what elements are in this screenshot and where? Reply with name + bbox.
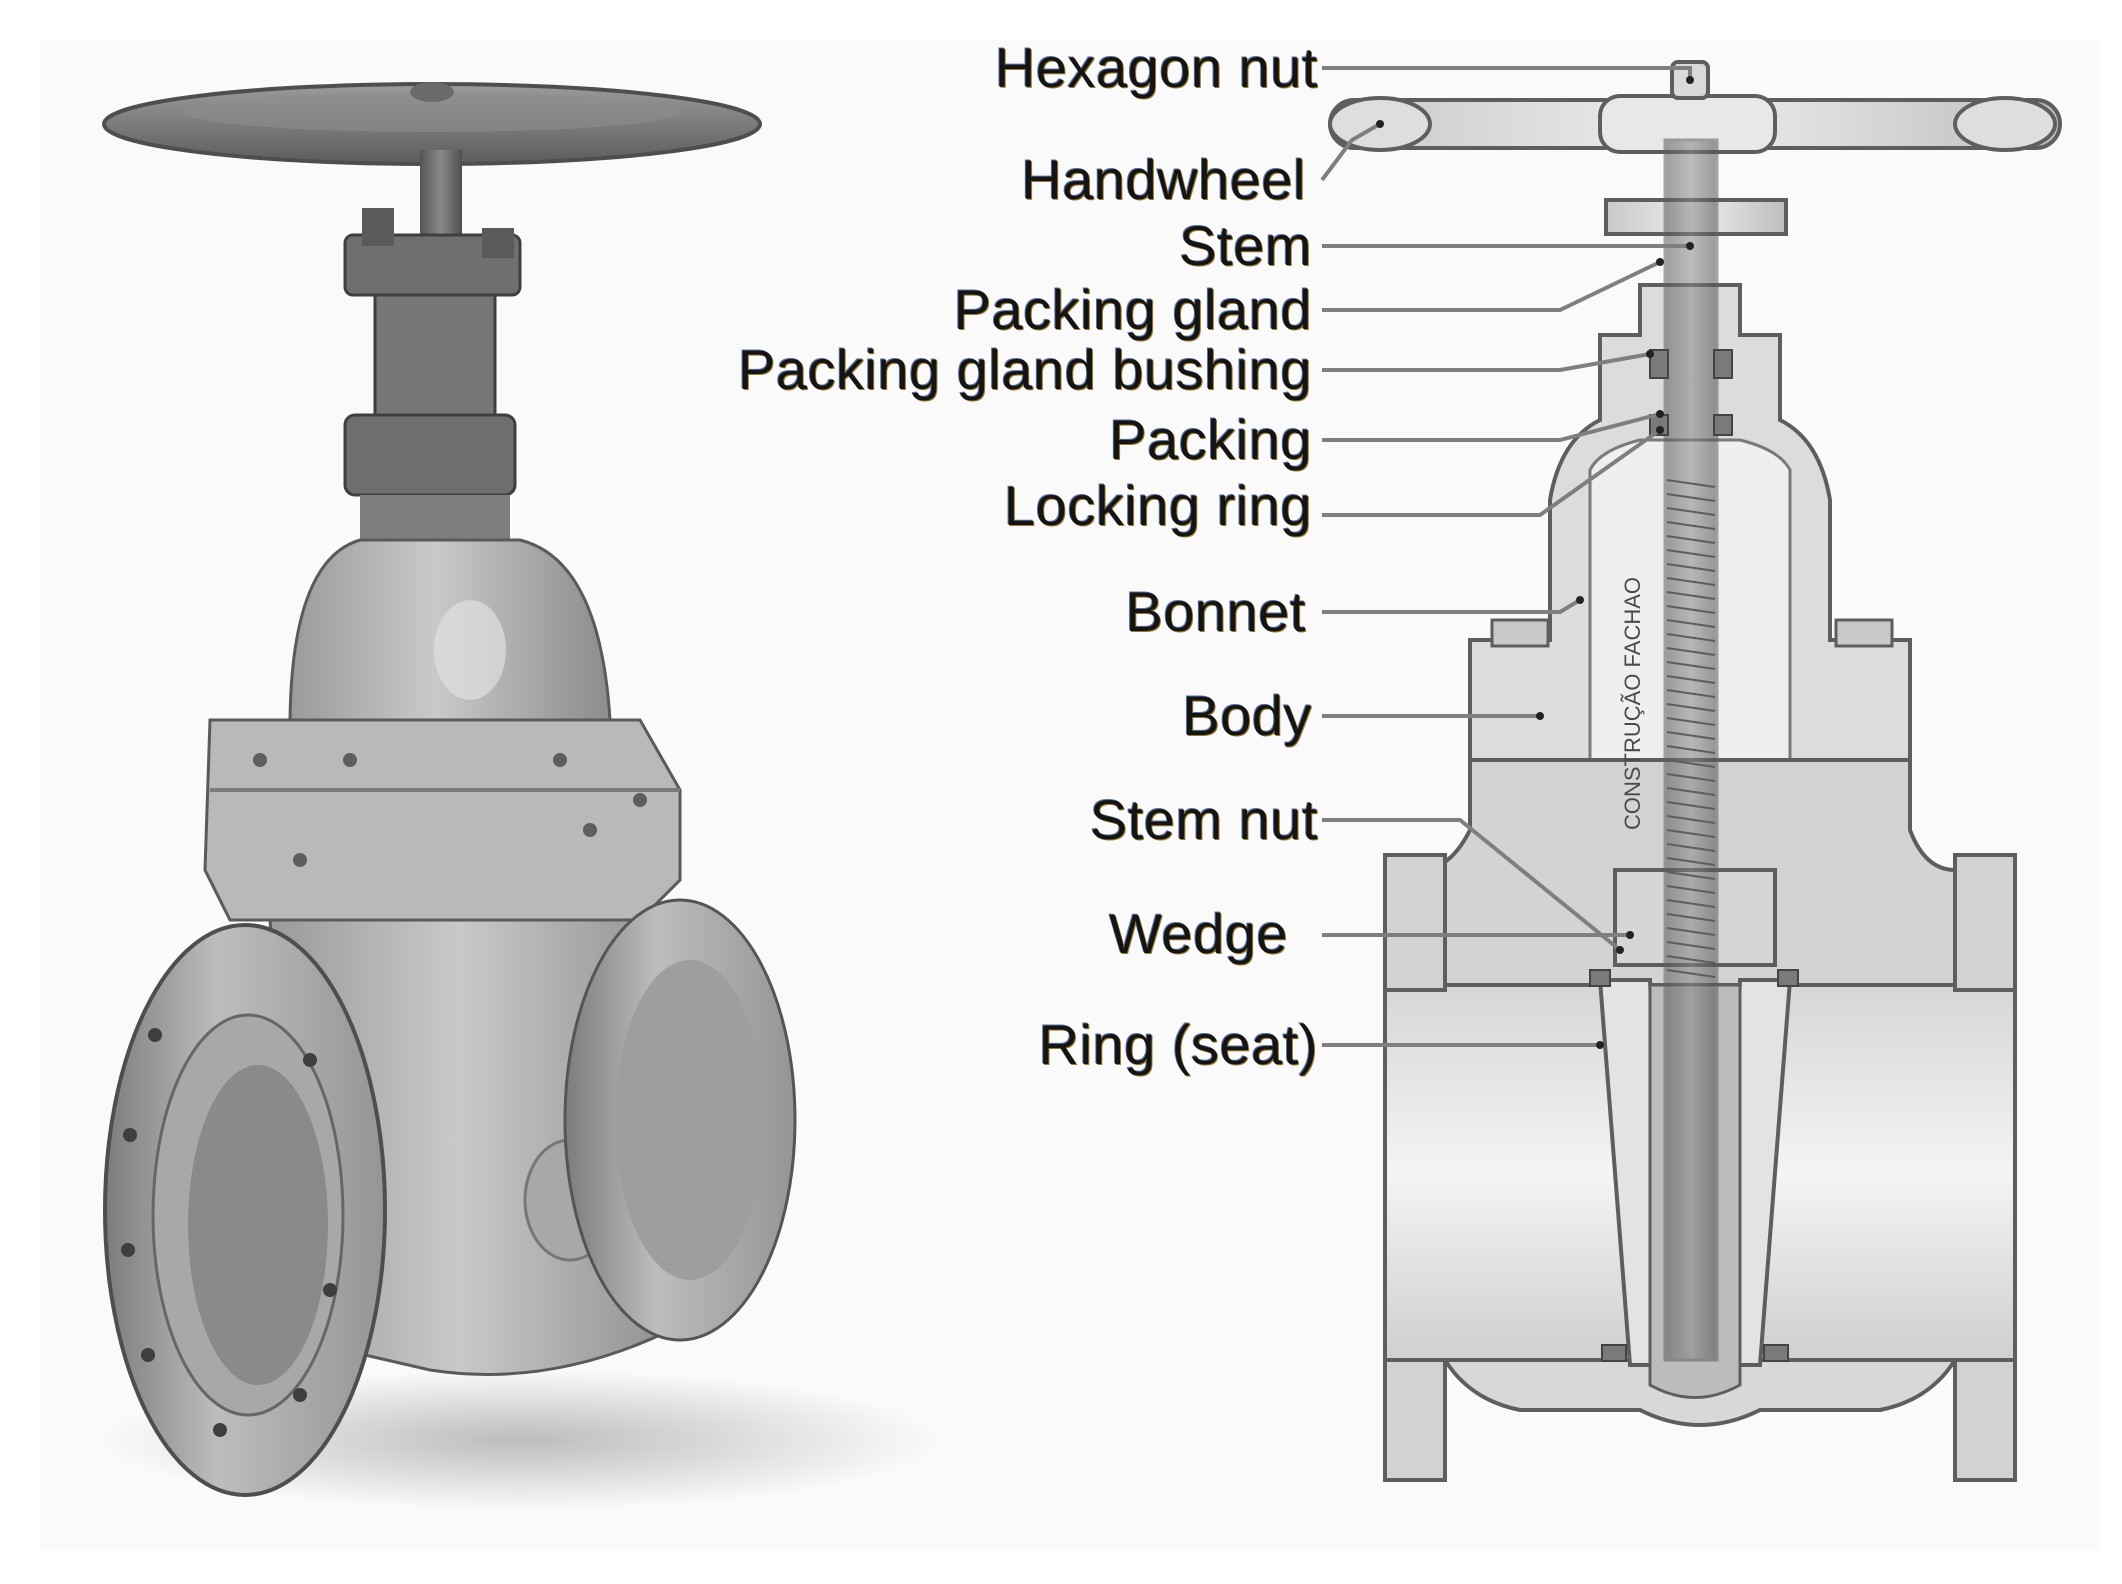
- stem-thread-line: [1666, 885, 1716, 894]
- label-bonnet: Bonnet: [1125, 580, 1306, 643]
- stem-thread-line: [1666, 591, 1716, 600]
- stem-thread-line: [1666, 843, 1716, 852]
- label-packing: Packing: [1109, 408, 1312, 471]
- stem-thread-line: [1666, 703, 1716, 712]
- stem-thread-line: [1666, 479, 1716, 488]
- label-stem: Stem: [1179, 214, 1312, 277]
- stem-thread-line: [1666, 927, 1716, 936]
- stem-thread-line: [1666, 507, 1716, 516]
- stem-thread-line: [1666, 773, 1716, 782]
- label-ring-seat: Ring (seat): [1038, 1013, 1318, 1076]
- stem-thread-line: [1666, 801, 1716, 810]
- stem-thread-line: [1666, 647, 1716, 656]
- stem-thread-line: [1666, 941, 1716, 950]
- stem-thread-line: [1666, 899, 1716, 908]
- label-packing-gland: Packing gland: [953, 278, 1312, 341]
- stem-thread-line: [1666, 521, 1716, 530]
- photo-handwheel: [102, 82, 762, 166]
- stem-thread-line: [1666, 563, 1716, 572]
- section-stem-thread: [1666, 479, 1716, 978]
- stem-thread-line: [1666, 955, 1716, 964]
- stem-thread-line: [1666, 535, 1716, 544]
- label-handwheel: Handwheel: [1021, 148, 1306, 211]
- label-packing-gland-bushing: Packing gland bushing: [737, 338, 1312, 401]
- stem-thread-line: [1666, 913, 1716, 922]
- callout-labels: Hexagon nut Handwheel Stem Packing gland…: [737, 36, 1318, 1076]
- stem-thread-line: [1666, 969, 1716, 978]
- stem-thread-line: [1666, 689, 1716, 698]
- label-wedge: Wedge: [1109, 902, 1288, 965]
- stem-engraving: CONSTRUÇÃO FACHAO: [1620, 577, 1645, 830]
- stem-thread-line: [1666, 731, 1716, 740]
- label-locking-ring: Locking ring: [1004, 474, 1312, 537]
- stem-thread-line: [1666, 857, 1716, 866]
- label-body: Body: [1182, 684, 1312, 747]
- stem-thread-line: [1666, 745, 1716, 754]
- stem-thread-line: [1666, 675, 1716, 684]
- stem-thread-line: [1666, 549, 1716, 558]
- stem-thread-line: [1666, 815, 1716, 824]
- section-handwheel: [1328, 94, 2062, 154]
- stem-thread-line: [1666, 619, 1716, 628]
- photo-bonnet-flange: [203, 718, 682, 922]
- stem-thread-line: [1666, 759, 1716, 768]
- section-seat-rings: [1589, 969, 1799, 1362]
- stem-thread-line: [1666, 493, 1716, 502]
- section-packing: [1649, 349, 1733, 436]
- label-hexagon-nut: Hexagon nut: [994, 36, 1318, 99]
- photo-gland: [343, 208, 522, 545]
- stem-thread-line: [1666, 633, 1716, 642]
- section-end-flanges: [1383, 853, 2017, 1482]
- label-stem-nut: Stem nut: [1089, 788, 1318, 851]
- leader-lines: [1320, 66, 1692, 1047]
- stem-thread-line: [1666, 577, 1716, 586]
- photo-rear-flange: [563, 898, 797, 1342]
- leader-dots: [1376, 76, 1694, 1049]
- stem-thread-line: [1666, 717, 1716, 726]
- photo-front-flange: [103, 923, 387, 1497]
- stem-thread-line: [1666, 661, 1716, 670]
- stem-thread-line: [1666, 605, 1716, 614]
- stem-thread-line: [1666, 871, 1716, 880]
- stem-thread-line: [1666, 829, 1716, 838]
- stem-thread-line: [1666, 787, 1716, 796]
